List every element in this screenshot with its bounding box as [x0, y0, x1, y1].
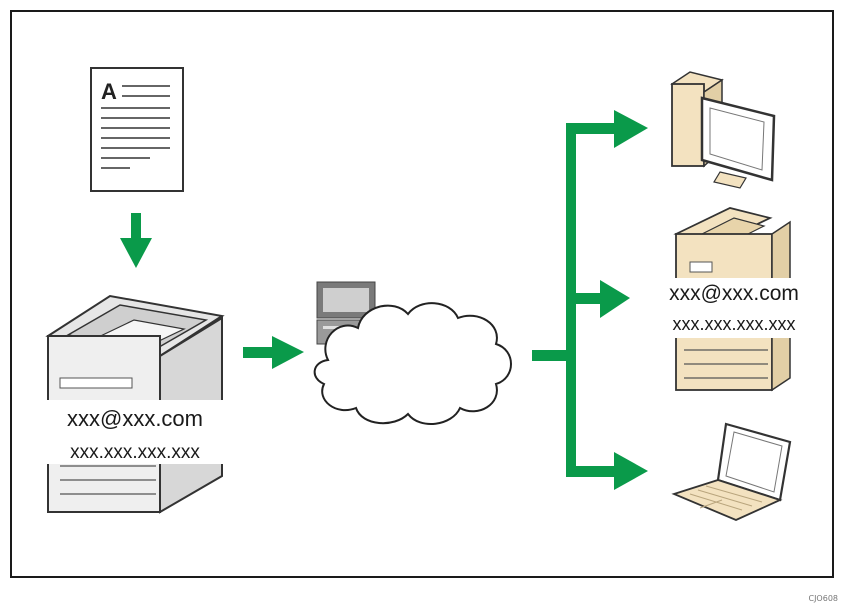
- laptop-icon: [671, 422, 792, 521]
- network-cloud-icon: [313, 302, 512, 426]
- destination-ip-label: xxx.xxx.xxx.xxx: [672, 314, 795, 334]
- branch-arrows: [532, 110, 648, 490]
- source-ip-label: xxx.xxx.xxx.xxx: [70, 442, 200, 463]
- diagram-frame: [10, 10, 834, 578]
- printer-icon: xxx@xxx.com xxx.xxx.xxx.xxx: [644, 207, 824, 392]
- destination-email-label: xxx@xxx.com: [669, 282, 799, 305]
- multifunction-printer-icon: xxx@xxx.com xxx.xxx.xxx.xxx: [45, 294, 225, 514]
- document-letter: A: [101, 79, 117, 104]
- source-email-label: xxx@xxx.com: [67, 406, 203, 431]
- document-icon: A: [90, 67, 184, 192]
- figure-code: CJO608: [808, 594, 838, 603]
- right-arrow-icon: [243, 336, 304, 369]
- desktop-computer-icon: [670, 71, 776, 189]
- down-arrow-icon: [120, 213, 152, 268]
